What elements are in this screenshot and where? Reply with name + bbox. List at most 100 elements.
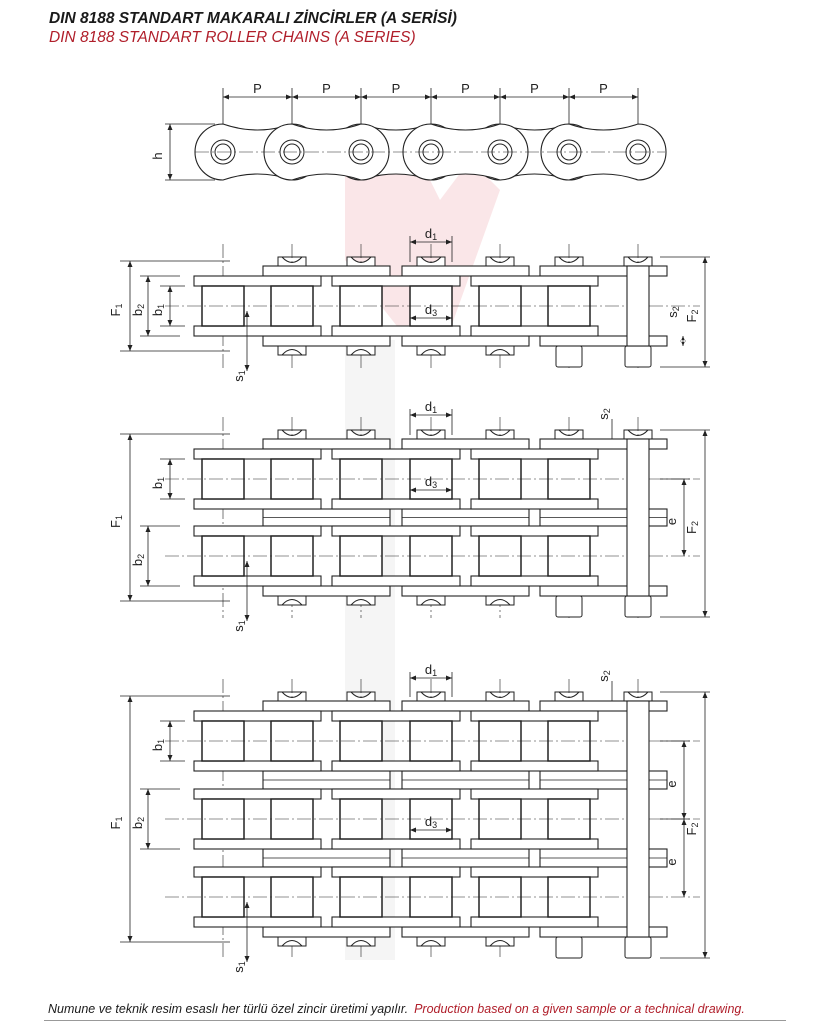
pin-head: [346, 345, 376, 356]
outer-plate: [539, 438, 668, 450]
inner-plate: [331, 498, 461, 510]
d1-dimension-label: d1: [425, 399, 437, 415]
F1-dimension-label: F1: [108, 304, 124, 317]
F2-dimension-label: F2: [684, 521, 700, 534]
pin-end: [624, 345, 652, 368]
e-dimension-label: e: [664, 780, 679, 787]
inner-plate: [193, 760, 322, 772]
d1-dimension-label: d1: [425, 226, 437, 242]
s1-dimension-arrows: [244, 902, 250, 962]
pin-section: [626, 700, 650, 938]
inner-plate: [470, 325, 599, 337]
pin-head: [346, 595, 376, 606]
pin-head: [277, 936, 307, 947]
inner-plate: [331, 866, 461, 878]
inner-plate: [470, 916, 599, 928]
inner-plate: [193, 710, 322, 722]
pitch-dimension-label: P: [392, 81, 401, 96]
outer-plate: [401, 265, 530, 277]
outer-plate: [401, 335, 530, 347]
s1-dimension-arrows: [244, 561, 250, 621]
outer-plate: [539, 335, 668, 347]
inner-plate: [193, 448, 322, 460]
s1-dimension-arrows: [244, 311, 250, 371]
pin-end: [555, 936, 583, 959]
footer-note-turkish: Numune ve teknik resim esaslı her türlü …: [48, 1002, 409, 1016]
pin-head: [485, 595, 515, 606]
inner-plate: [193, 575, 322, 587]
pin-head: [416, 936, 446, 947]
outer-plate: [262, 265, 391, 277]
b2-dimension-arrows: [145, 526, 151, 586]
inner-plate: [331, 275, 461, 287]
height-dimension-arrows: [167, 124, 173, 180]
F2-dimension-label: F2: [684, 310, 700, 323]
pin-head: [485, 345, 515, 356]
s2-label: s2: [665, 306, 681, 318]
inner-plate: [331, 325, 461, 337]
footer-note: Numune ve teknik resim esaslı her türlü …: [48, 1002, 745, 1016]
inner-plate: [193, 866, 322, 878]
b2-dimension-arrows: [145, 276, 151, 336]
inner-plate: [470, 710, 599, 722]
pitch-dimension-label: P: [599, 81, 608, 96]
inner-plate: [331, 838, 461, 850]
title-turkish: DIN 8188 STANDART MAKARALI ZİNCİRLER (A …: [49, 10, 457, 27]
pin-head: [416, 595, 446, 606]
outer-plate: [262, 700, 391, 712]
inner-plate: [470, 788, 599, 800]
inner-plate: [331, 760, 461, 772]
e-dimension-label: e: [664, 518, 679, 525]
pin-head: [346, 936, 376, 947]
inner-plate: [331, 448, 461, 460]
inner-plate: [470, 838, 599, 850]
footer-note-english: Production based on a given sample or a …: [414, 1002, 745, 1016]
outer-plate: [262, 438, 391, 450]
b2-dimension-arrows: [145, 789, 151, 849]
pitch-dimension-label: P: [461, 81, 470, 96]
title-english: DIN 8188 STANDART ROLLER CHAINS (A SERIE…: [49, 29, 416, 46]
s2-label: s2: [596, 408, 612, 420]
outer-plate: [262, 585, 391, 597]
F1-dimension-label: F1: [108, 515, 124, 528]
inner-plate: [470, 760, 599, 772]
pitch-dimension-label: P: [322, 81, 331, 96]
inner-plate: [470, 448, 599, 460]
F1-dimension-label: F1: [108, 817, 124, 830]
inner-plate: [193, 788, 322, 800]
d3-dimension-label: d3: [425, 474, 437, 490]
outer-plate: [539, 700, 668, 712]
pin-section: [626, 438, 650, 597]
e-dimension-label: e: [664, 858, 679, 865]
pin-end: [624, 936, 652, 959]
b2-dimension-label: b2: [130, 554, 146, 566]
b2-dimension-label: b2: [130, 304, 146, 316]
inner-plate: [470, 866, 599, 878]
s2-label: s2: [596, 670, 612, 682]
inner-plate: [331, 916, 461, 928]
footer-divider: [44, 1020, 786, 1021]
inner-plate: [193, 325, 322, 337]
s1-label: s1: [231, 370, 247, 382]
inner-plate: [193, 916, 322, 928]
b2-dimension-label: b2: [130, 817, 146, 829]
inner-plate: [193, 498, 322, 510]
d3-dimension-label: d3: [425, 814, 437, 830]
inner-plate: [331, 788, 461, 800]
s1-label: s1: [231, 961, 247, 973]
pin-end: [624, 595, 652, 618]
pin-head: [277, 595, 307, 606]
d3-dimension-label: d3: [425, 302, 437, 318]
pin-head: [485, 936, 515, 947]
inner-plate: [193, 525, 322, 537]
inner-plate: [193, 275, 322, 287]
pin-head: [277, 345, 307, 356]
s2-dimension-arrows: [680, 336, 686, 346]
d1-dimension-label: d1: [425, 662, 437, 678]
outer-plate: [401, 585, 530, 597]
outer-plate: [262, 335, 391, 347]
pitch-dimension-label: P: [253, 81, 262, 96]
pitch-dimension-label: P: [530, 81, 539, 96]
inner-plate: [470, 575, 599, 587]
